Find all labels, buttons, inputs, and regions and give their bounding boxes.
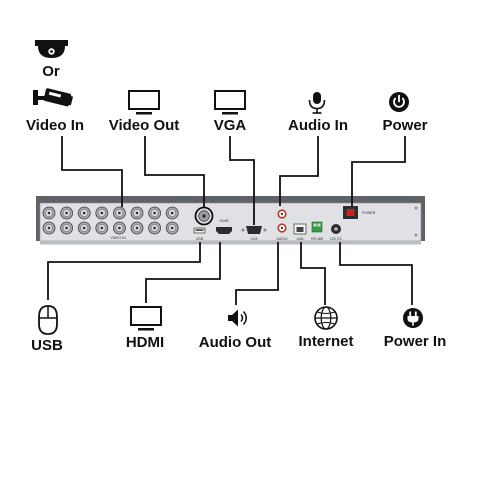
mouse-icon [38, 305, 58, 335]
panel-rs485-label: RS-485 [311, 237, 323, 241]
power-in-label: Power In [384, 333, 447, 350]
audio-in-label: Audio In [288, 117, 348, 134]
bullet-camera-icon [33, 88, 74, 107]
panel-video-in-label: VIDEO IN [110, 236, 126, 240]
audio-out-jack[interactable] [277, 223, 287, 233]
panel-usb-label: USB [196, 237, 204, 241]
lan-port[interactable] [293, 223, 307, 235]
audio-out-leader-line [235, 242, 279, 305]
internet-label: Internet [298, 333, 353, 350]
alt-label: Or [42, 63, 60, 80]
speaker-icon [228, 309, 247, 327]
vga-monitor-icon [214, 90, 246, 115]
power-in-leader-line [339, 242, 413, 305]
video-out-leader-line [144, 136, 205, 207]
video-out-highlight [194, 206, 214, 226]
dc-power-jack[interactable] [331, 224, 341, 234]
audio-in-jack[interactable] [277, 209, 287, 219]
bnc-video-input-port[interactable] [42, 206, 56, 220]
bnc-video-input-port[interactable] [148, 206, 162, 220]
bnc-video-input-port[interactable] [77, 221, 91, 235]
bnc-video-input-port[interactable] [42, 221, 56, 235]
globe-icon [314, 306, 338, 330]
bnc-video-input-port[interactable] [130, 221, 144, 235]
panel-power-label: POWER [362, 211, 376, 215]
internet-leader-line [300, 242, 326, 305]
hdmi-leader-line [145, 242, 221, 303]
panel-audio-label: AUDIO [276, 237, 287, 241]
panel-lan-label: LAN [297, 237, 304, 241]
plug-icon [403, 308, 423, 328]
vga-label: VGA [214, 117, 247, 134]
bnc-connector-array [42, 206, 179, 235]
power-icon [389, 92, 409, 112]
hdmi-port[interactable] [216, 227, 232, 234]
bnc-video-input-port[interactable] [95, 221, 109, 235]
vga-port[interactable] [241, 226, 267, 234]
power-label: Power [382, 117, 427, 134]
bnc-video-input-port[interactable] [60, 221, 73, 235]
dome-camera-icon [35, 40, 68, 58]
usb-port[interactable] [193, 227, 206, 234]
panel-dc-label: 12V DC [330, 237, 343, 241]
video-in-label: Video In [26, 117, 84, 134]
video-out-label: Video Out [109, 117, 180, 134]
video-out-port[interactable] [198, 210, 210, 222]
power-switch[interactable] [343, 206, 358, 219]
bnc-video-input-port[interactable] [60, 206, 73, 220]
bnc-video-input-port[interactable] [130, 206, 144, 220]
audio-in-leader-line [279, 136, 319, 206]
bnc-video-input-port[interactable] [113, 221, 126, 235]
audio-out-label: Audio Out [199, 334, 271, 351]
vga-leader-line [229, 136, 255, 225]
panel-hdmi-label: HDMI [220, 219, 229, 223]
dvr-rear-panel [36, 196, 425, 245]
bnc-video-input-port[interactable] [148, 221, 162, 235]
monitor-icon [128, 90, 160, 115]
usb-label: USB [31, 337, 63, 354]
bnc-video-input-port[interactable] [165, 221, 179, 235]
power-leader-line [351, 136, 406, 206]
rs485-terminal[interactable] [311, 221, 323, 233]
usb-leader-line [47, 242, 201, 300]
bnc-video-input-port[interactable] [165, 206, 179, 220]
hdmi-label: HDMI [126, 334, 164, 351]
video-in-leader-line [61, 136, 123, 207]
panel-vga-label: VGA [250, 237, 258, 241]
bnc-video-input-port[interactable] [77, 206, 91, 220]
bnc-video-input-port[interactable] [95, 206, 109, 220]
microphone-icon [308, 92, 326, 114]
hdmi-monitor-icon [130, 306, 162, 331]
bnc-video-input-port[interactable] [113, 206, 126, 220]
